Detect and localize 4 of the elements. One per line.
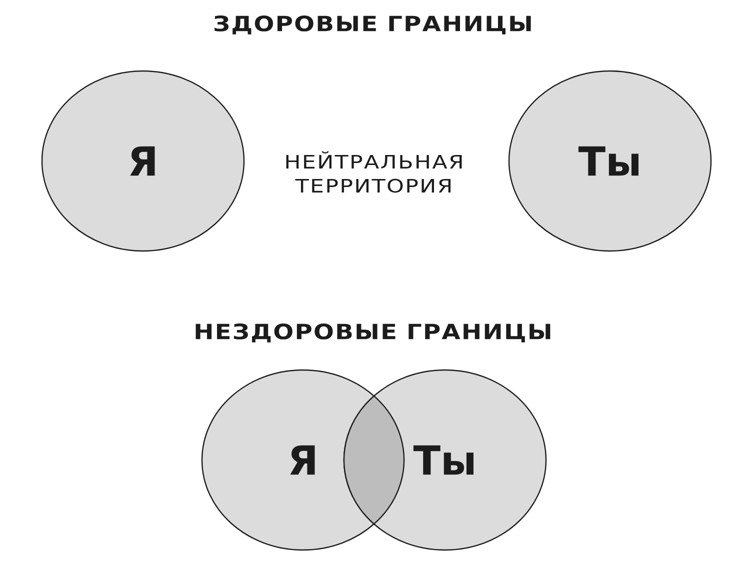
section-heading: НЕЗДОРОВЫЕ ГРАНИЦЫ: [196, 324, 550, 342]
overlap-region: [343, 395, 405, 525]
area-label: НЕЙТРАЛЬНАЯ ТЕРРИТОРИЯ: [286, 151, 462, 193]
section-heading: ЗДОРОВЫЕ ГРАНИЦЫ: [214, 16, 531, 34]
